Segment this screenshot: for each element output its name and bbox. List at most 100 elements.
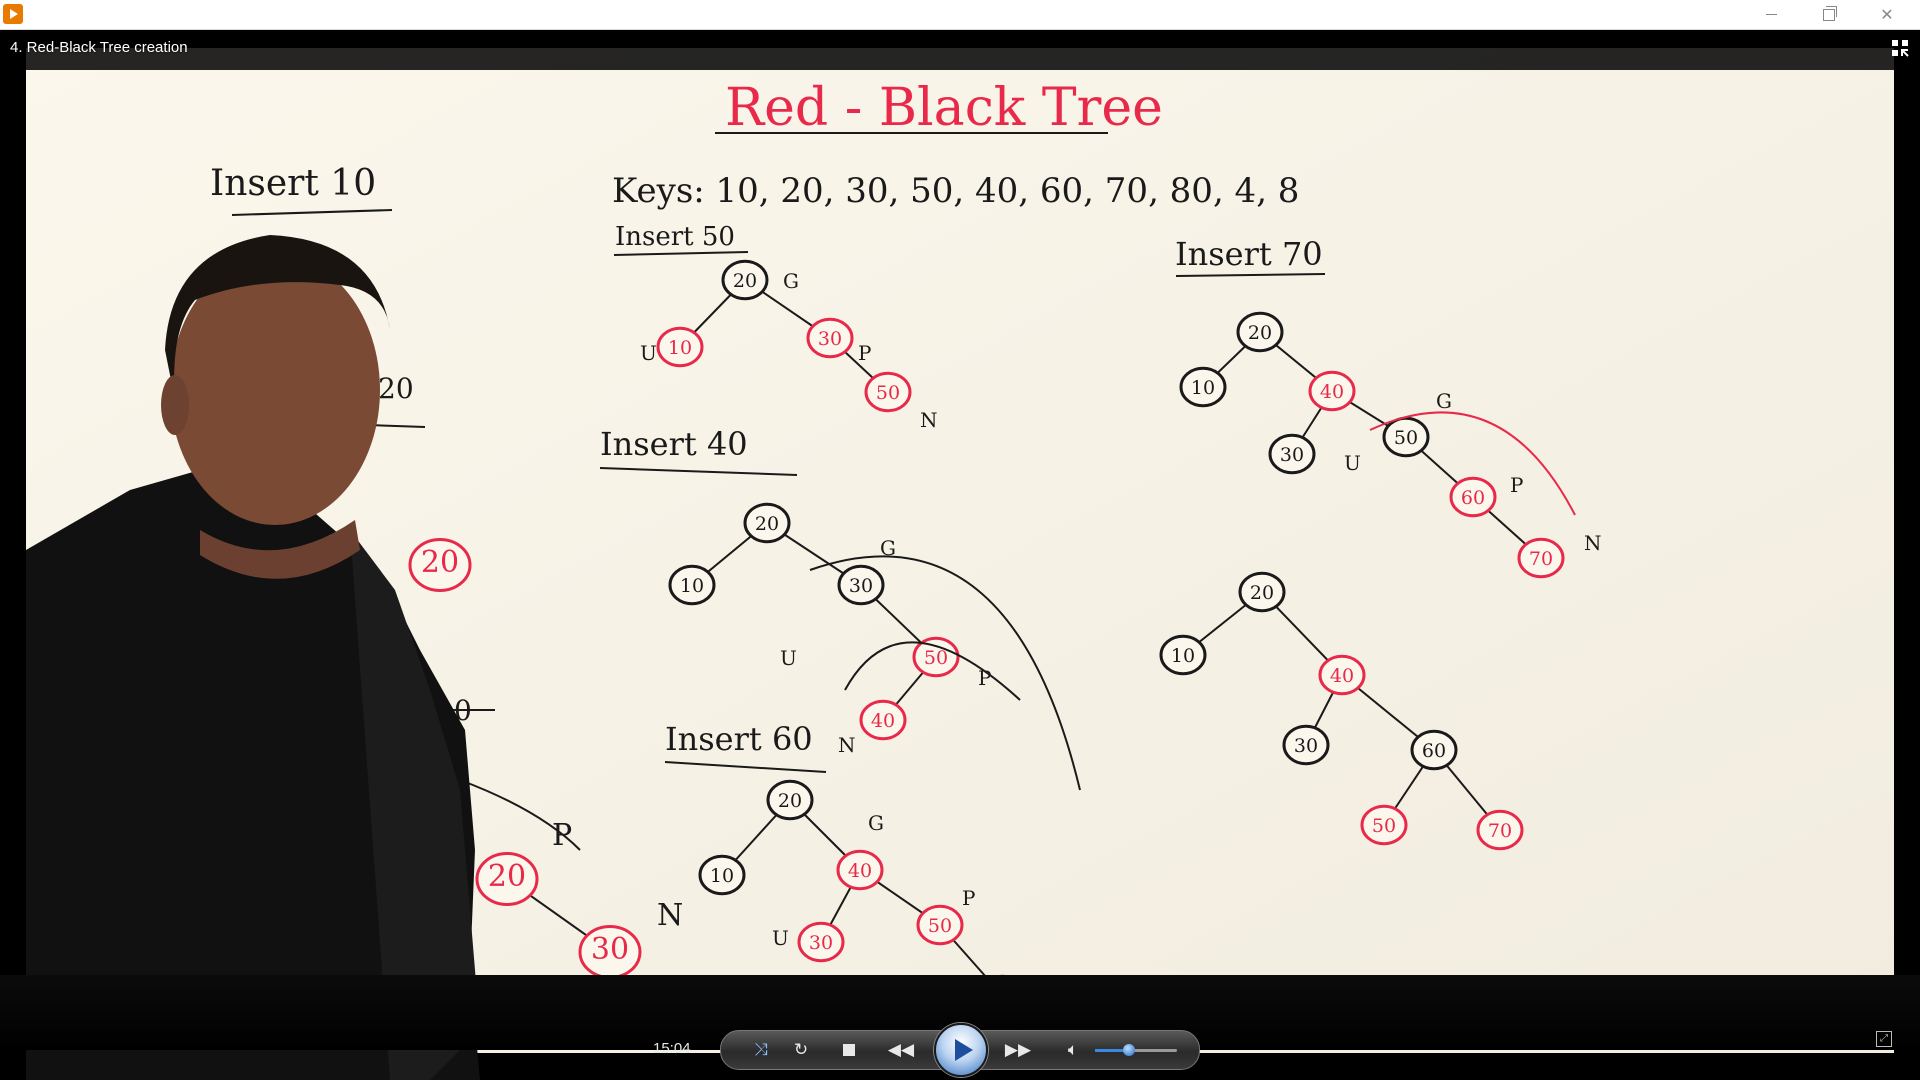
- insert-10-heading: Insert 10: [210, 163, 376, 204]
- tree-node-label: 10: [680, 575, 704, 597]
- tree-role-tag: N: [838, 733, 856, 757]
- tree-node-label: 20: [1248, 322, 1272, 344]
- keys-text: Keys: 10, 20, 30, 50, 40, 60, 70, 80, 4,…: [612, 171, 1299, 211]
- tree-node: [1382, 416, 1430, 458]
- insert-40-heading: Insert 40: [600, 425, 748, 463]
- tree-node: [656, 326, 704, 368]
- minimize-icon: [1765, 14, 1777, 15]
- tree-role-tag: U: [1344, 451, 1361, 475]
- insert-50-heading: Insert 50: [615, 222, 735, 252]
- tree-node: [806, 317, 854, 359]
- tree-node: [864, 371, 912, 413]
- tree-node-label: 70: [1488, 820, 1512, 842]
- tree-role-tag: G: [868, 811, 884, 835]
- tree-node: [912, 636, 960, 678]
- tree-node: [1308, 370, 1356, 412]
- tree-node: [837, 564, 885, 606]
- partial-20-label: 20: [378, 372, 414, 405]
- tree-node: [766, 779, 814, 821]
- video-frame[interactable]: Red - Black Tree Keys: 10, 20, 30, 50, 4…: [0, 30, 1920, 1080]
- minimize-button[interactable]: [1742, 0, 1800, 29]
- tree-role-tag: G: [783, 269, 799, 293]
- tree-node: [1476, 809, 1524, 851]
- rewind-icon: ◀◀: [887, 1040, 915, 1059]
- shuffle-icon: ⤨: [754, 1040, 768, 1059]
- tree-role-tag: U: [772, 926, 789, 950]
- repeat-icon: ↻: [793, 1040, 809, 1059]
- volume-slider[interactable]: [1095, 1044, 1177, 1056]
- tree-node-label: 30: [818, 328, 842, 350]
- tree-diagrams: 20103050GUPN2010305040GUPN201040305060GP…: [408, 259, 1602, 1017]
- tree-node-label: 10: [668, 337, 692, 359]
- stop-button[interactable]: [831, 1031, 867, 1069]
- tree-role-tag: P: [962, 886, 975, 910]
- switch-to-compact-button[interactable]: ⤢: [1876, 1031, 1892, 1047]
- whiteboard-video: Red - Black Tree Keys: 10, 20, 30, 50, 4…: [0, 30, 1920, 1080]
- fullscreen-toggle-button[interactable]: [1890, 38, 1910, 58]
- tree-node: [721, 259, 769, 301]
- insert-60-heading: Insert 60: [665, 720, 813, 758]
- tree-node-label: 20: [755, 513, 779, 535]
- tree-node: [1360, 804, 1408, 846]
- tree-node-label: 40: [1320, 381, 1344, 403]
- close-icon: ✕: [1880, 6, 1894, 24]
- tree-node-label: 50: [1372, 815, 1396, 837]
- tree-node-label: 50: [924, 647, 948, 669]
- tree-role-tag: G: [1436, 389, 1452, 413]
- stop-icon: [843, 1044, 855, 1056]
- tree-node: [1517, 537, 1565, 579]
- rewind-button[interactable]: ◀◀: [876, 1031, 926, 1069]
- tree-role-tag: P: [1510, 473, 1523, 497]
- switch-to-compact-icon: ⤢: [1880, 1033, 1888, 1044]
- restore-button[interactable]: [1800, 0, 1858, 29]
- tree-node-label: 40: [848, 860, 872, 882]
- window-titlebar: ✕: [0, 0, 1920, 30]
- tree-node-label: 30: [1280, 444, 1304, 466]
- tree-node: [668, 564, 716, 606]
- rotation-arc: [809, 555, 1081, 791]
- close-button[interactable]: ✕: [1858, 0, 1916, 29]
- tree-node: [1449, 476, 1497, 518]
- tree-node: [1238, 571, 1286, 613]
- tree-node-label: 60: [1461, 487, 1485, 509]
- tree-node-label: 40: [871, 710, 895, 732]
- rotation-arc: [459, 779, 581, 851]
- play-button[interactable]: [934, 1023, 988, 1077]
- tree-role-tag: N: [920, 408, 938, 432]
- tree-node: [475, 852, 539, 906]
- mute-button[interactable]: 🔈︎: [1056, 1031, 1090, 1069]
- tree-node: [1179, 366, 1227, 408]
- tree-node-label: 60: [1422, 740, 1446, 762]
- tree-node: [797, 921, 845, 963]
- volume-level: [1095, 1049, 1130, 1052]
- repeat-button[interactable]: ↻: [783, 1031, 819, 1069]
- tree-node: [836, 849, 884, 891]
- board-title-red: Red - Black Tree: [725, 78, 1163, 138]
- tree-node: [1268, 433, 1316, 475]
- tree-node-label: 30: [809, 932, 833, 954]
- tree-node: [408, 538, 472, 592]
- rotation-arc: [1369, 411, 1576, 516]
- tree-node: [1410, 729, 1458, 771]
- shuffle-button[interactable]: ⤨: [743, 1031, 779, 1069]
- elapsed-time: 15:04: [653, 1040, 691, 1057]
- tree-role-tag: N: [1584, 531, 1602, 555]
- tree-node: [743, 502, 791, 544]
- tree-role-tag: G: [880, 536, 896, 560]
- video-title: 4. Red-Black Tree creation: [10, 39, 188, 56]
- tree-node-label: 50: [1394, 427, 1418, 449]
- volume-thumb[interactable]: [1123, 1044, 1136, 1056]
- tree-node: [1282, 724, 1330, 766]
- tree-node-label: 10: [1191, 377, 1215, 399]
- tree-node: [916, 904, 964, 946]
- presenter: [26, 235, 480, 1080]
- tree-node-label: 20: [733, 270, 757, 292]
- tree-node: [1159, 634, 1207, 676]
- fast-forward-button[interactable]: ▶▶: [993, 1031, 1043, 1069]
- restore-icon: [1823, 5, 1837, 21]
